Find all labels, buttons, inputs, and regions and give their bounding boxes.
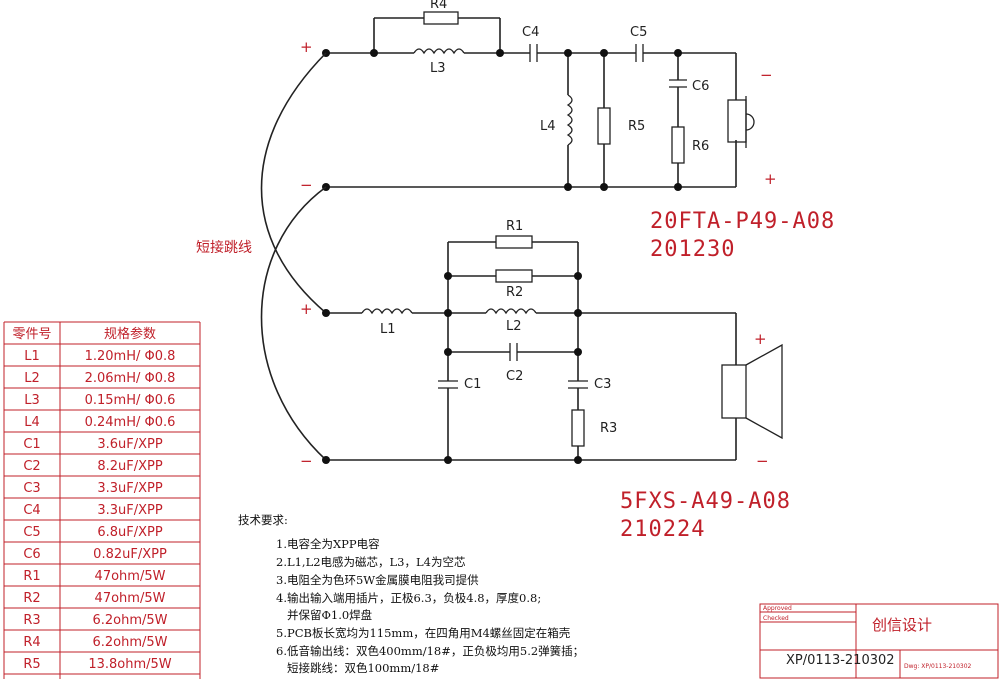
tweeter-input-minus: − <box>300 176 313 194</box>
table-cell-spec: 47ohm/5W <box>95 591 166 606</box>
table-cell-part: C2 <box>23 459 40 474</box>
approved-label: Approved <box>763 605 792 612</box>
drawing-number: XP/0113-210302 <box>786 653 895 668</box>
table-cell-spec: 6.2ohm/5W <box>92 635 167 650</box>
label-r6: R6 <box>692 139 709 154</box>
table-cell-part: L3 <box>24 393 40 408</box>
resistor-r3 <box>571 409 585 447</box>
table-cell-part: C6 <box>23 547 40 562</box>
label-c3: C3 <box>594 377 611 392</box>
table-cell-spec: 47ohm/5W <box>95 569 166 584</box>
table-cell-spec: 1.20mH/ Φ0.8 <box>85 349 176 364</box>
inductor-l1 <box>361 308 413 315</box>
table-cell-spec: 3.3uF/XPP <box>97 503 163 518</box>
table-cell-spec: 6.8uF/XPP <box>97 525 163 540</box>
jumper-label: 短接跳线 <box>196 239 252 256</box>
dwg-number: Dwg: XP/0113-210302 <box>904 663 972 670</box>
parts-table: 零件号 规格参数 L1 1.20mH/ Φ0.8L2 2.06mH/ Φ0.8L3 0.1… <box>3 321 201 679</box>
tweeter-input-plus: + <box>300 38 313 56</box>
woofer-output-minus: − <box>756 452 769 470</box>
company-name: 创信设计 <box>872 616 932 634</box>
table-cell-part: C1 <box>23 437 40 452</box>
tech-note-2: 2.L1,L2电感为磁芯，L3，L4为空芯 <box>276 555 465 569</box>
woofer-input-minus: − <box>300 452 313 470</box>
resistor-r5 <box>597 107 611 145</box>
woofer-output-plus: + <box>754 330 767 348</box>
woofer-circuit: R1 R2 L1 L2 C2 C1 C3 R3 + − + − 5FXS-A49… <box>300 219 791 542</box>
label-c1: C1 <box>464 377 481 392</box>
table-cell-part: L4 <box>24 415 40 430</box>
table-cell-spec: 0.82uF/XPP <box>93 547 167 562</box>
tweeter-model: 20FTA-P49-A08 <box>650 209 835 234</box>
woofer-model: 5FXS-A49-A08 <box>620 489 791 514</box>
table-cell-spec: 0.24mH/ Φ0.6 <box>85 415 176 430</box>
table-cell-part: R1 <box>23 569 40 584</box>
woofer-date: 210224 <box>620 517 705 542</box>
table-cell-part: C3 <box>23 481 40 496</box>
resistor-r1 <box>495 235 533 249</box>
label-c2: C2 <box>506 369 523 384</box>
table-cell-spec: 0.15mH/ Φ0.6 <box>85 393 176 408</box>
table-cell-spec: 6.2ohm/5W <box>92 613 167 628</box>
table-cell-part: L1 <box>24 349 40 364</box>
tech-note-6b: 短接跳线：双色100mm/18# <box>276 661 439 675</box>
label-l4: L4 <box>540 119 556 134</box>
tweeter-output-minus: − <box>760 66 773 84</box>
label-l1: L1 <box>380 322 396 337</box>
inductor-l4 <box>566 94 573 146</box>
table-cell-spec: 3.6uF/XPP <box>97 437 163 452</box>
inductor-l2 <box>485 308 537 315</box>
table-cell-part: R4 <box>23 635 40 650</box>
inductor-l3 <box>413 48 465 55</box>
label-r4: R4 <box>430 0 447 12</box>
tech-note-5: 5.PCB板长宽均为115mm，在四角用M4螺丝固定在箱壳 <box>276 626 571 640</box>
table-cell-part: R5 <box>23 657 40 672</box>
tech-note-1: 1.电容全为XPP电容 <box>276 537 380 551</box>
table-header-part-no: 零件号 <box>12 327 51 342</box>
woofer-input-plus: + <box>300 300 313 318</box>
tech-note-6: 6.低音输出线：双色400mm/18#，正负极均用5.2弹簧插； <box>276 644 584 658</box>
resistor-r2 <box>495 269 533 283</box>
tweeter-circuit: R4 L3 C4 C5 L4 R5 C6 R6 + − − + 20FTA-P4… <box>300 0 835 262</box>
table-cell-part: L2 <box>24 371 40 386</box>
label-l2: L2 <box>506 319 522 334</box>
resistor-r6 <box>671 126 685 164</box>
tweeter-speaker-icon <box>727 96 755 148</box>
table-cell-part: C5 <box>23 525 40 540</box>
table-cell-spec: 13.8ohm/5W <box>88 657 171 672</box>
table-cell-part: C4 <box>23 503 40 518</box>
label-c4: C4 <box>522 25 539 40</box>
label-r2: R2 <box>506 285 523 300</box>
label-l3: L3 <box>430 61 446 76</box>
table-cell-spec: 8.2uF/XPP <box>97 459 163 474</box>
checked-label: Checked <box>763 615 789 622</box>
resistor-r4 <box>423 11 459 25</box>
woofer-speaker-icon <box>721 343 783 440</box>
tech-note-3: 3.电阻全为色环5W金属膜电阻我司提供 <box>276 573 479 587</box>
title-block: Approved Checked 创信设计 XP/0113-210302 Dwg… <box>759 603 999 679</box>
table-cell-spec: 3.3uF/XPP <box>97 481 163 496</box>
label-r3: R3 <box>600 421 617 436</box>
label-r5: R5 <box>628 119 645 134</box>
label-c5: C5 <box>630 25 647 40</box>
tech-notes-title: 技术要求: <box>238 513 288 527</box>
table-cell-part: R3 <box>23 613 40 628</box>
table-cell-spec: 2.06mH/ Φ0.8 <box>85 371 176 386</box>
label-r1: R1 <box>506 219 523 234</box>
table-header-spec: 规格参数 <box>104 326 156 342</box>
tweeter-output-plus: + <box>764 170 777 188</box>
label-c6: C6 <box>692 79 709 94</box>
jumper-wires: 短接跳线 <box>196 52 327 461</box>
tweeter-date: 201230 <box>650 237 735 262</box>
tech-notes: 技术要求: 1.电容全为XPP电容 2.L1,L2电感为磁芯，L3，L4为空芯 … <box>238 513 584 675</box>
table-cell-part: R2 <box>23 591 40 606</box>
tech-note-4: 4.输出输入端用插片，正极6.3，负极4.8，厚度0.8; <box>276 591 541 605</box>
tech-note-4b: 并保留Φ1.0焊盘 <box>276 608 372 622</box>
